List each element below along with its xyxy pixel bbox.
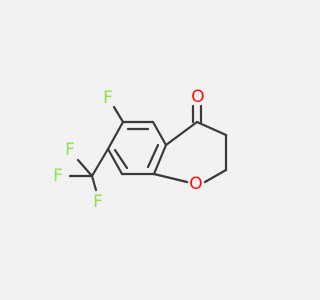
bond-c4a-c5 bbox=[151, 120, 168, 147]
atom-o-carbonyl: O bbox=[191, 87, 204, 107]
bond-cf3-f2 bbox=[76, 158, 94, 178]
bond-c8a-c4a bbox=[152, 143, 168, 176]
structure-diagram: O O F F F F bbox=[53, 87, 228, 212]
atom-o-ring: O bbox=[189, 174, 202, 194]
molecule-canvas: O O F F F F bbox=[53, 87, 228, 212]
bond-c7-c8-double bbox=[113, 148, 129, 170]
bond-c8a-c4a-double bbox=[146, 143, 160, 169]
bond-cf3-f3 bbox=[90, 174, 98, 192]
bond-c7-cf3 bbox=[90, 147, 110, 178]
atom-f-cf3-1: F bbox=[53, 166, 63, 186]
bond-c6-f bbox=[112, 105, 125, 124]
bond-o1-c8a bbox=[152, 172, 189, 184]
bond-c4a-c4 bbox=[164, 120, 199, 147]
bond-c2-o1 bbox=[203, 168, 228, 184]
atom-f-aryl: F bbox=[103, 88, 113, 108]
bond-c4-c3 bbox=[195, 120, 228, 137]
atom-f-cf3-3: F bbox=[93, 192, 103, 212]
atom-f-cf3-2: F bbox=[65, 140, 75, 160]
bond-c6-c7 bbox=[106, 120, 125, 151]
bond-c7-c8 bbox=[106, 147, 124, 176]
